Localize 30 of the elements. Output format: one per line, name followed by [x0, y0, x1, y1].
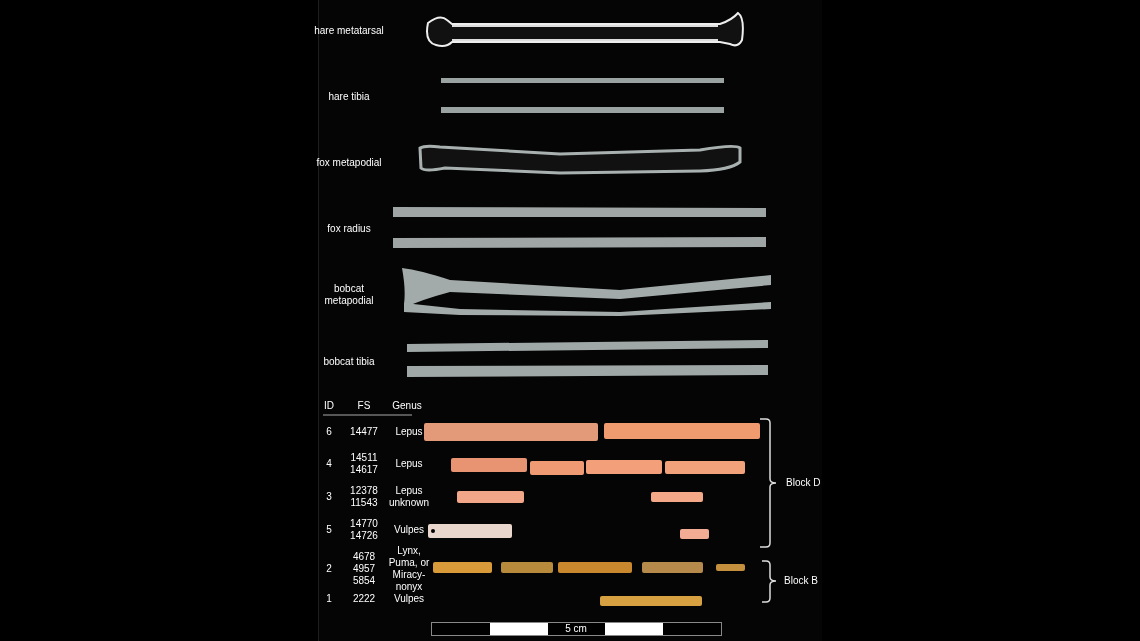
- specimen-label: bobcat metapodial: [323, 283, 375, 307]
- table-cell-text: 6: [325, 426, 333, 438]
- table-cell-text: 14511 14617: [349, 452, 379, 476]
- specimen-label: fox radius: [326, 223, 372, 235]
- table-cell-text: Vulpes: [392, 524, 426, 536]
- table-cell-text: 5: [325, 524, 333, 536]
- specimen-label: hare tibia: [327, 91, 371, 103]
- block-label: Block B: [784, 575, 819, 587]
- column-header: ID: [323, 400, 335, 412]
- scale-label: 5 cm: [564, 623, 588, 635]
- table-cell-text: Lepus: [394, 458, 424, 470]
- table-cell-text: 2222: [351, 593, 377, 605]
- table-cell-text: 14770 14726: [349, 518, 379, 542]
- table-cell-text: Vulpes: [392, 593, 426, 605]
- table-cell-text: Lepus unknown: [388, 485, 430, 509]
- table-cell-text: 14477: [349, 426, 379, 438]
- table-cell-text: 3: [325, 491, 333, 503]
- specimen-label: bobcat tibia: [322, 356, 376, 368]
- table-cell-text: 12378 11543: [349, 485, 379, 509]
- specimen-label: hare metatarsal: [314, 25, 384, 37]
- specimen-label: fox metapodial: [315, 157, 383, 169]
- table-cell-text: Lynx, Puma, or Miracy-nonyx: [387, 545, 431, 593]
- table-cell-text: 4678 4957 5854: [351, 551, 377, 587]
- table-cell-text: 2: [325, 563, 333, 575]
- table-cell-text: Lepus: [394, 426, 424, 438]
- column-header: Genus: [391, 400, 423, 412]
- column-header: FS: [356, 400, 372, 412]
- table-cell-text: 1: [325, 593, 333, 605]
- table-cell-text: 4: [325, 458, 333, 470]
- block-label: Block D: [786, 477, 822, 489]
